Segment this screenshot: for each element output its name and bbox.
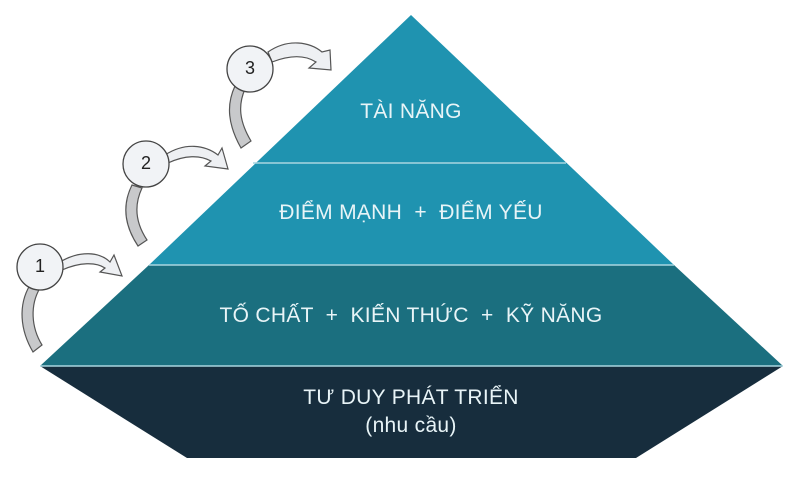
pyramid-level-top (149, 15, 674, 265)
step-circle-2 (122, 140, 170, 188)
step-number-1: 1 (34, 256, 45, 276)
base-label-needs: (nhu cầu) (365, 414, 457, 437)
step-arrow-3 (228, 42, 332, 149)
step-circle-1 (16, 243, 64, 291)
level-label-talent: TÀI NĂNG (360, 100, 462, 123)
step-number-2: 2 (140, 153, 151, 173)
step-arrow-1 (21, 253, 123, 353)
pyramid-base (40, 366, 783, 458)
step-number-3: 3 (244, 58, 255, 78)
step-arrow-2 (125, 145, 229, 247)
level-label-qualities-knowledge-skills: TỐ CHẤT + KIẾN THỨC + KỸ NĂNG (219, 304, 603, 327)
step-circle-3 (226, 45, 274, 93)
level-label-strengths-weaknesses: ĐIỂM MẠNH + ĐIỂM YẾU (279, 201, 543, 224)
pyramid-level-third (40, 265, 783, 366)
base-label-growth-mindset: TƯ DUY PHÁT TRIỂN (303, 386, 519, 409)
